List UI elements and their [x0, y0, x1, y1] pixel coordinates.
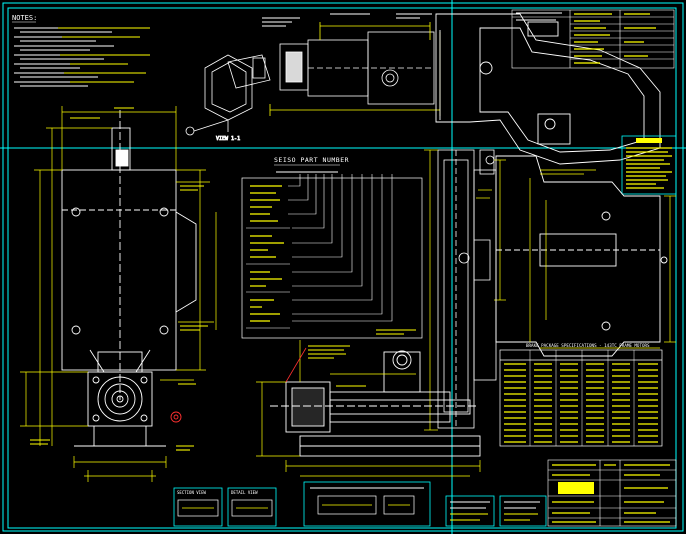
title-block — [547, 459, 677, 527]
svg-text:VIEW 1-1: VIEW 1-1 — [216, 136, 240, 142]
gearbox-side-section — [437, 149, 497, 429]
part-number-title: SEISO PART NUMBER — [274, 156, 349, 164]
top-view-callouts — [262, 13, 432, 27]
bottom-right-label-boxes — [445, 495, 547, 527]
bottom-detail-boxes: SECTION VIEW DETAIL VIEW — [173, 487, 277, 527]
bottom-center-box — [303, 481, 431, 527]
brake-section-callouts — [308, 329, 416, 387]
motor-flange — [74, 349, 182, 447]
notes-heading: NOTES: — [12, 14, 37, 22]
section-view-label: SECTION VIEW — [177, 490, 206, 495]
detail-view-label: DETAIL VIEW — [231, 490, 258, 495]
notes-block: NOTES: — [12, 14, 150, 87]
red-leader-line — [285, 347, 307, 383]
left-view-dimensions — [20, 106, 217, 482]
gearbox-side-dims — [424, 149, 506, 431]
spec-table-title: BRAKE PACKAGE SPECIFICATIONS - 143TC FRA… — [526, 343, 650, 348]
isometric-motor: VIEW 1-1 — [185, 54, 271, 142]
brake-section-dims — [256, 340, 481, 477]
motor-front-view — [61, 110, 197, 400]
gearbox-top — [435, 13, 661, 165]
gearbox-right-view — [495, 155, 668, 357]
part-number-diagram: SEISO PART NUMBER — [241, 156, 423, 339]
left-view-callouts — [30, 107, 208, 451]
right-view-dims — [529, 169, 676, 349]
spec-title-block — [511, 9, 675, 69]
top-elevation-view — [269, 22, 441, 116]
warning-box — [621, 135, 677, 195]
brake-section-view — [270, 350, 481, 457]
brake-spec-table: BRAKE PACKAGE SPECIFICATIONS - 143TC FRA… — [499, 343, 663, 447]
